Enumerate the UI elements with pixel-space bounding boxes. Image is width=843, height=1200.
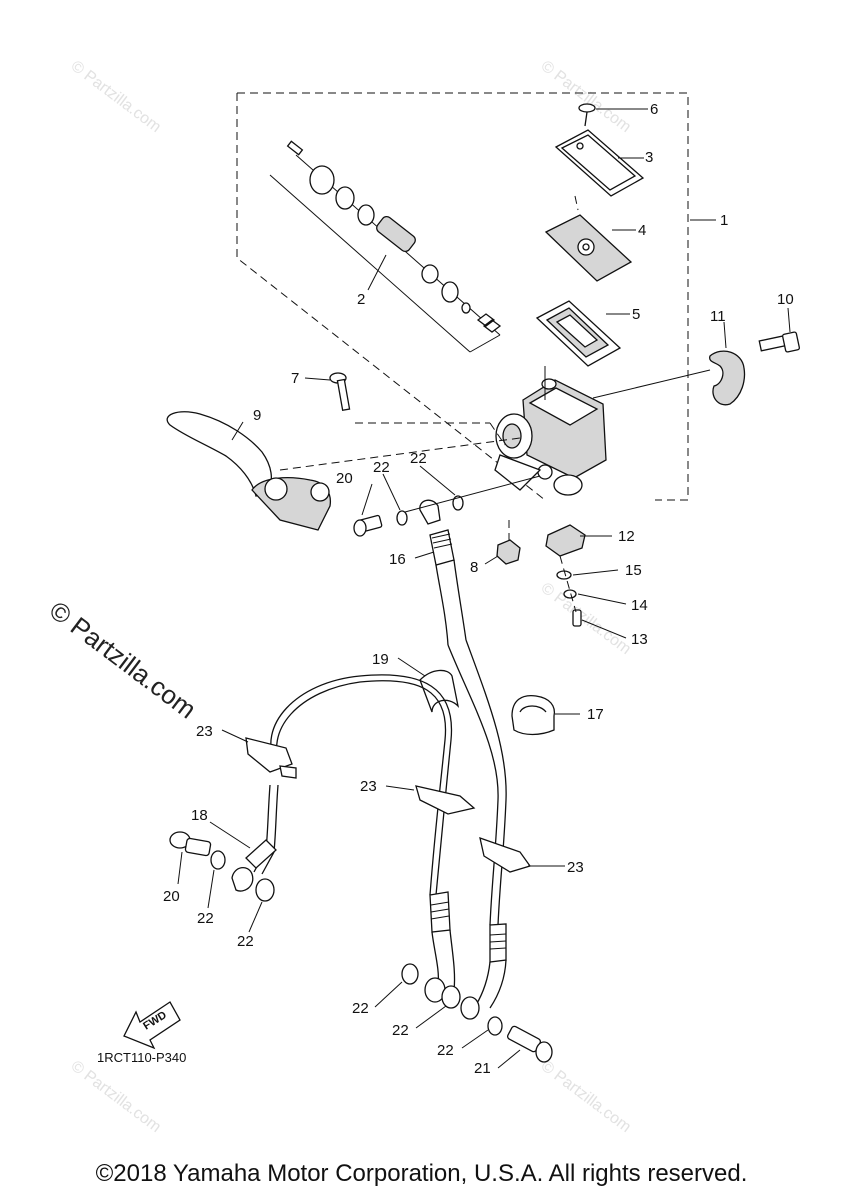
diaphragm [535, 300, 630, 367]
hose-guides [221, 729, 565, 873]
callout-21: 21 [474, 1060, 491, 1077]
copyright-notice: ©2018 Yamaha Motor Corporation, U.S.A. A… [95, 1160, 748, 1187]
brake-lever [166, 411, 521, 531]
handlebar-clamp [709, 321, 746, 406]
callout-22-lower-c: 22 [437, 1042, 454, 1059]
retainer [461, 302, 471, 314]
callout-8: 8 [470, 559, 478, 576]
callout-22-left-a: 22 [197, 910, 214, 927]
piston-kit [269, 140, 502, 353]
callout-5: 5 [632, 306, 640, 323]
callout-2: 2 [357, 291, 365, 308]
callout-22-left-b: 22 [237, 933, 254, 950]
fwd-arrow: FWD [123, 1001, 181, 1050]
diaphragm-plate [544, 195, 636, 282]
return-spring [476, 313, 502, 333]
callout-10: 10 [777, 291, 794, 308]
upper-banjo-assembly [353, 465, 541, 537]
callout-22-lower-b: 22 [392, 1022, 409, 1039]
cap-screw [578, 103, 648, 127]
callout-19: 19 [372, 651, 389, 668]
master-cylinder-body [494, 366, 711, 496]
background-watermarks: © Partzilla.com © Partzilla.com © Partzi… [68, 58, 634, 1136]
left-banjo-assembly [169, 821, 277, 933]
watermark-bottom-right: © Partzilla.com [538, 1058, 634, 1136]
lower-hose-ends [424, 891, 507, 1020]
callout-9: 9 [253, 407, 261, 424]
pivot-nut [484, 520, 521, 565]
callout-18: 18 [191, 807, 208, 824]
callout-20-upper: 20 [336, 470, 353, 487]
piston [376, 215, 416, 253]
o-ring [421, 264, 439, 284]
brake-hoses [253, 639, 507, 926]
seal [441, 281, 459, 303]
callout-7: 7 [291, 370, 299, 387]
watermark-bottom-left: © Partzilla.com [68, 1058, 164, 1136]
hose-sleeve [397, 657, 460, 713]
callout-15: 15 [625, 562, 642, 579]
callout-20-lower: 20 [163, 888, 180, 905]
clamp-bolt [758, 307, 800, 353]
diagram-code: 1RCT110-P340 [97, 1050, 187, 1065]
hose-clamp [511, 694, 580, 736]
callout-16: 16 [389, 551, 406, 568]
callout-14: 14 [631, 597, 648, 614]
callout-23-left: 23 [196, 723, 213, 740]
callout-11: 11 [710, 308, 726, 325]
callout-4: 4 [638, 222, 646, 239]
callout-6: 6 [650, 101, 658, 118]
piston-cup [357, 204, 375, 226]
callout-12: 12 [618, 528, 635, 545]
callout-13: 13 [631, 631, 648, 648]
pushrod-tip [286, 140, 304, 156]
callout-numbers: 1 2 3 4 5 6 7 8 9 10 11 12 13 14 15 16 1… [163, 101, 794, 1077]
callout-22-lower-a: 22 [352, 1000, 369, 1017]
watermark-mid-right: © Partzilla.com [538, 580, 634, 658]
watermark-top-left: © Partzilla.com [68, 58, 164, 136]
circlip [335, 186, 355, 210]
callout-17: 17 [587, 706, 604, 723]
callout-22-upper-b: 22 [410, 450, 427, 467]
dust-boot [309, 165, 335, 195]
callout-23-right: 23 [567, 859, 584, 876]
callout-22-upper-a: 22 [373, 459, 390, 476]
upper-hose [414, 529, 467, 646]
pivot-bolt [304, 372, 506, 446]
reservoir-cap [554, 129, 645, 197]
assembly-boundary [236, 92, 689, 501]
callout-3: 3 [645, 149, 653, 166]
brake-switch [545, 524, 627, 639]
lower-banjo-parts [374, 963, 553, 1069]
callout-1: 1 [720, 212, 728, 229]
callout-23-middle: 23 [360, 778, 377, 795]
